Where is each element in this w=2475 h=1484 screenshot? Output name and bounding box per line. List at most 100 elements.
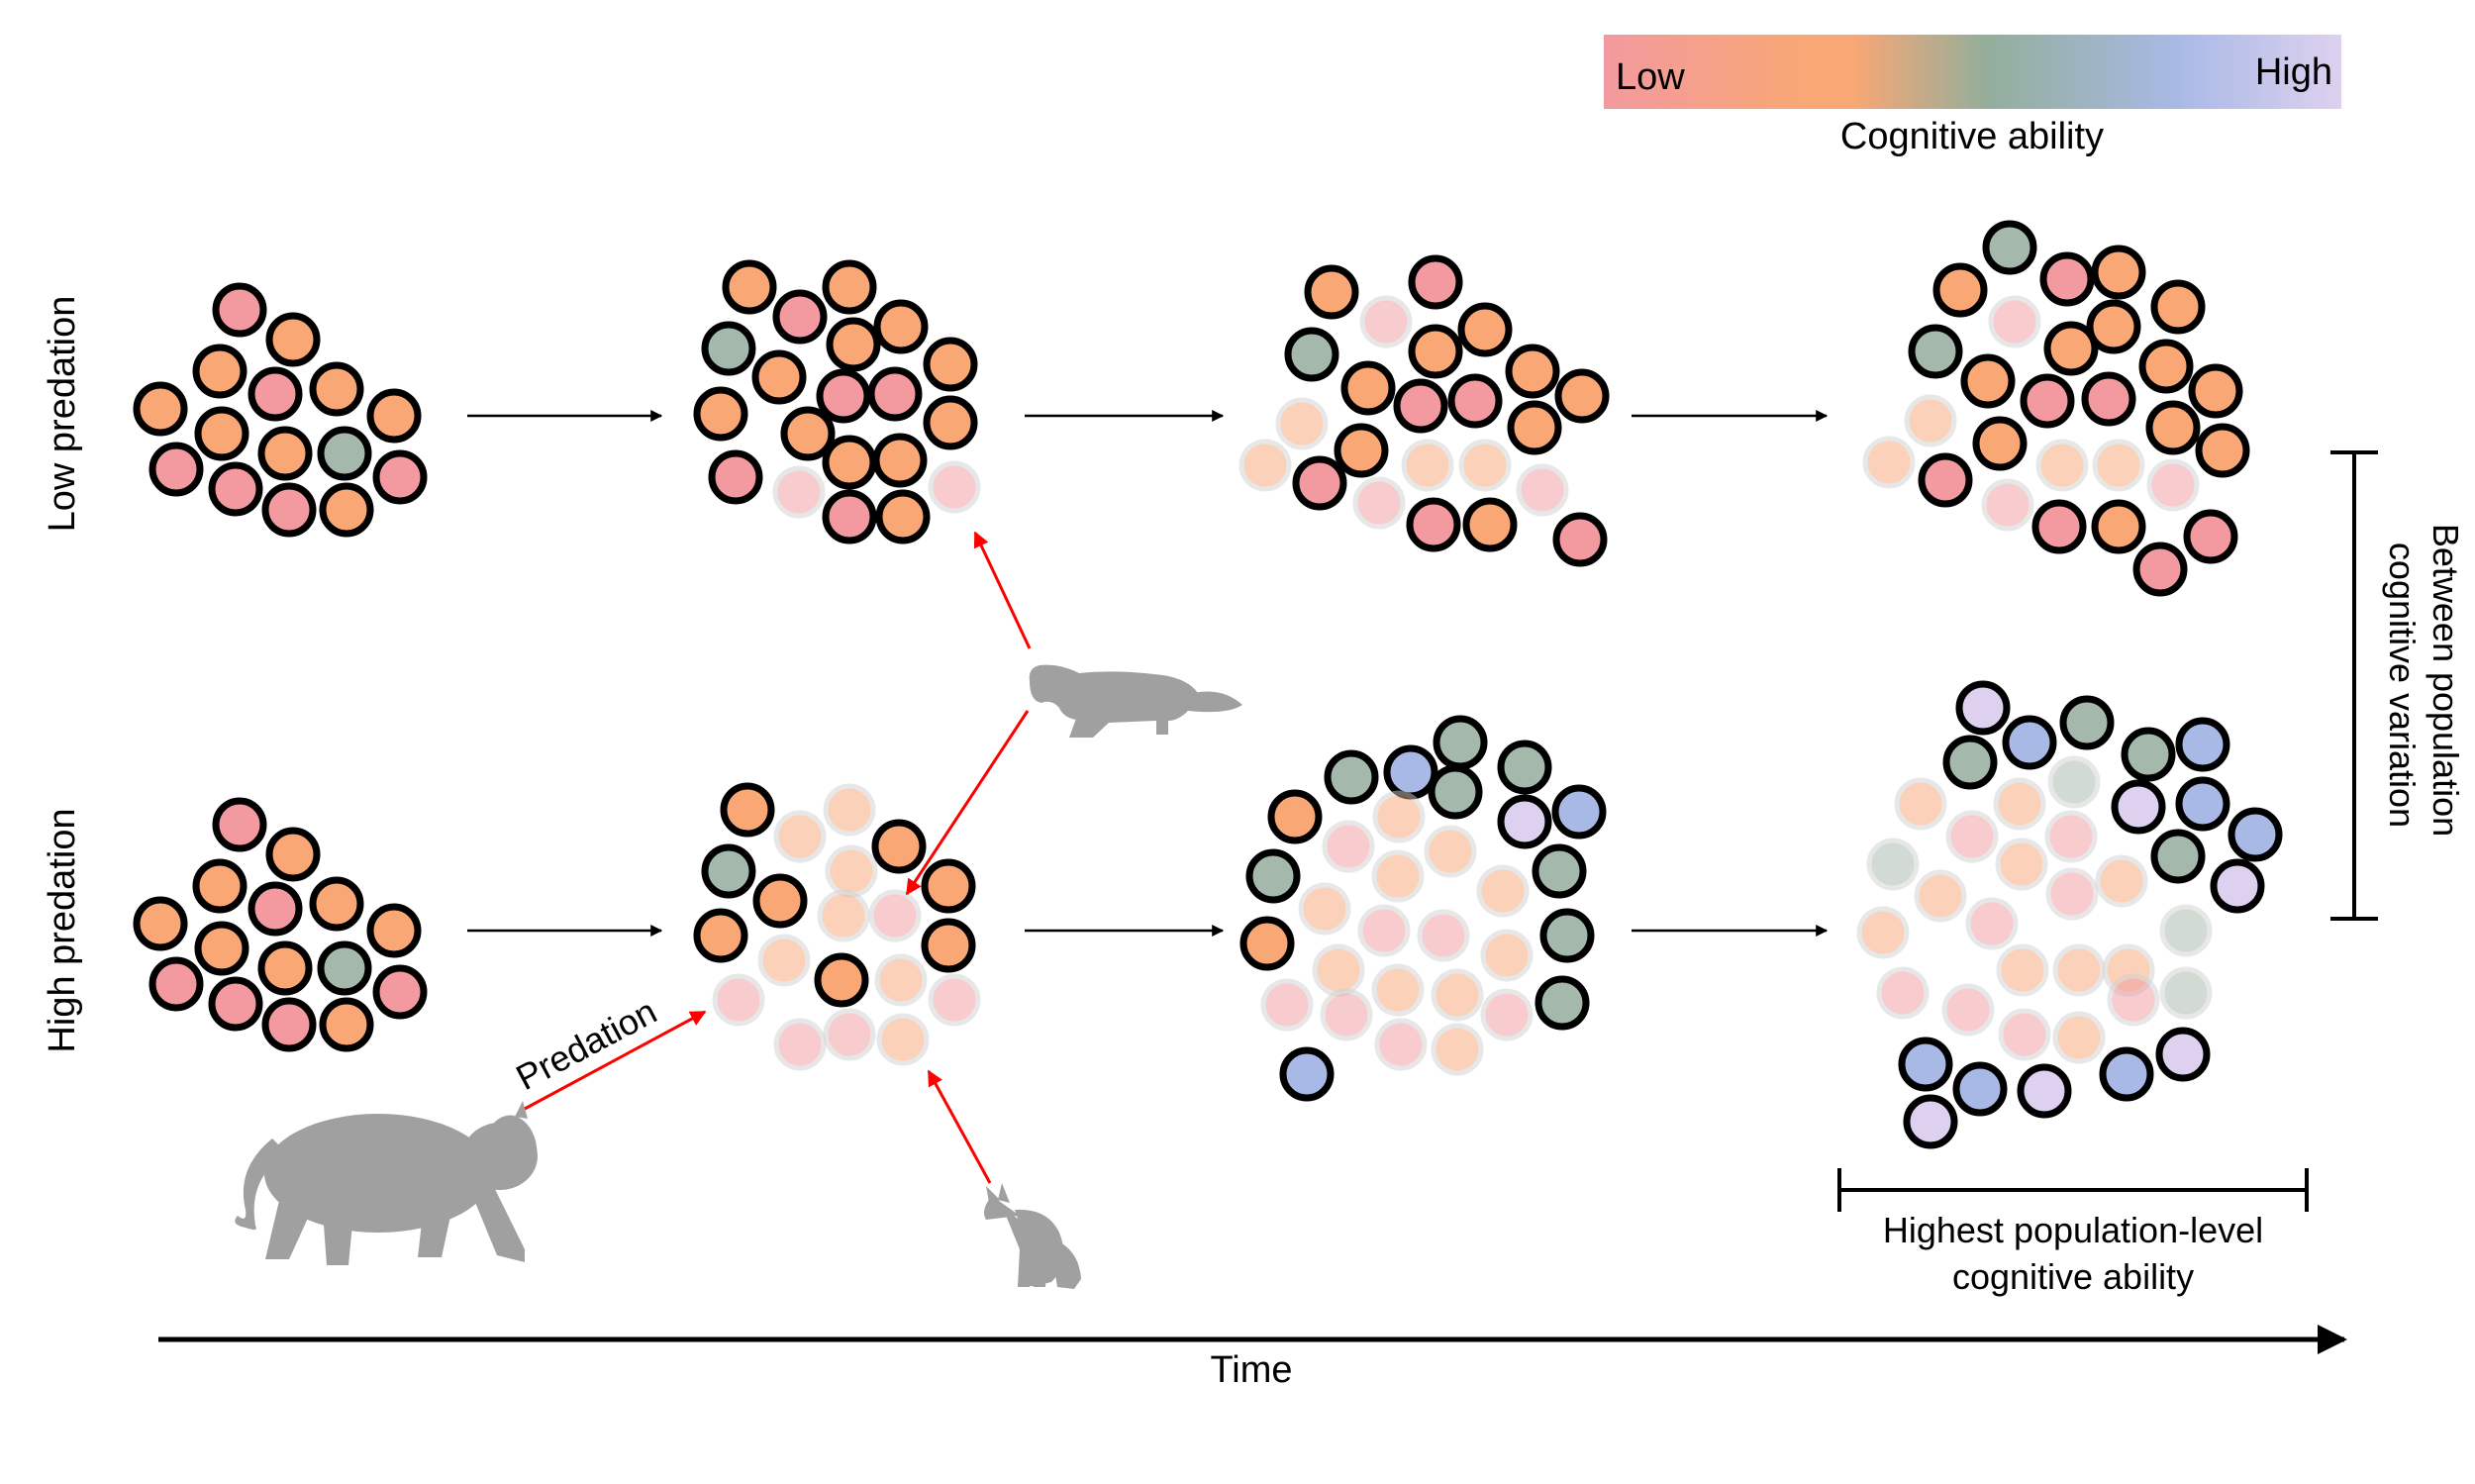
individual: [2091, 499, 2146, 554]
cognitive-ability-legend: Low High Cognitive ability: [1604, 35, 2341, 157]
legend-title: Cognitive ability: [1840, 116, 2104, 157]
individual-removed: [1238, 439, 1292, 492]
cluster-low-t4: [1862, 220, 2250, 597]
individual: [1428, 764, 1483, 820]
individual-removed: [1424, 825, 1477, 878]
individual: [366, 903, 422, 958]
individual: [317, 426, 372, 481]
individual: [317, 940, 372, 996]
individual: [1292, 455, 1347, 511]
individual: [2059, 695, 2115, 750]
individual-removed: [823, 783, 876, 837]
individual: [1239, 916, 1295, 971]
individual: [309, 876, 364, 932]
individual: [1324, 749, 1379, 805]
individual-removed: [874, 953, 928, 1007]
individual: [822, 259, 877, 315]
individual: [148, 956, 204, 1012]
individual-removed: [2146, 458, 2200, 512]
predation-arrow-marten-down: [905, 710, 1030, 896]
predation-label: Predation: [510, 991, 663, 1099]
individual: [751, 349, 807, 405]
individual: [309, 361, 364, 417]
individual: [1952, 1061, 2008, 1117]
individual-removed: [1374, 1018, 1428, 1071]
individual: [1457, 302, 1513, 357]
individual: [257, 940, 313, 996]
individual-removed: [1401, 439, 1454, 492]
cluster-high-t2: [693, 782, 981, 1071]
individual: [1955, 680, 2011, 736]
individual: [875, 489, 931, 544]
individual-removed: [1993, 777, 2046, 831]
individual: [1534, 975, 1590, 1031]
individual-removed: [773, 810, 827, 863]
individual-removed: [1431, 1023, 1484, 1076]
individual: [1408, 324, 1463, 379]
individual-removed: [928, 973, 981, 1027]
cluster-high-t4: [1856, 680, 2283, 1149]
individual: [921, 918, 976, 973]
individual: [1279, 1046, 1335, 1102]
individual-removed: [1988, 295, 2041, 348]
individual: [2031, 499, 2087, 554]
individual-removed: [2045, 867, 2099, 921]
cluster-high-t1: [133, 797, 428, 1052]
individual: [2188, 363, 2243, 419]
individual: [923, 395, 978, 450]
individual-removed: [1480, 988, 1534, 1041]
individual-removed: [1866, 838, 1920, 891]
individual: [1433, 715, 1488, 770]
individual-removed: [1476, 864, 1530, 918]
individual: [261, 997, 317, 1052]
individual: [693, 386, 748, 442]
individual: [1462, 497, 1518, 552]
individual: [212, 797, 267, 852]
row-label-low-predation: Low predation: [42, 296, 83, 533]
individual-removed: [1516, 463, 1569, 517]
timestep-arrows: [467, 410, 1829, 937]
individual: [1334, 423, 1389, 478]
individual: [1497, 740, 1552, 795]
individual: [1982, 220, 2037, 275]
individual: [2150, 279, 2206, 335]
predation-arrows: [524, 531, 1032, 1184]
individual: [2111, 779, 2166, 835]
individual-removed: [1298, 882, 1351, 936]
individual-removed: [1320, 988, 1373, 1041]
individual: [701, 843, 756, 899]
individual: [2183, 509, 2238, 564]
individual-removed: [1359, 295, 1413, 348]
individual: [1304, 264, 1359, 320]
individual: [873, 299, 929, 354]
individual: [867, 366, 923, 422]
highest-ability-label-line1: Highest population-level: [1883, 1210, 2263, 1250]
individual: [2043, 321, 2099, 376]
individual: [265, 827, 321, 882]
highest-ability-label-line2: cognitive ability: [1952, 1256, 2194, 1297]
individual: [1552, 512, 1608, 567]
individual: [1284, 327, 1339, 382]
individual-removed: [1996, 943, 2049, 997]
between-population-bracket: [2330, 450, 2378, 921]
cognitive-ability-gradient-bar: [1604, 35, 2341, 109]
individual-removed: [2035, 439, 2089, 492]
individual-removed: [2092, 439, 2145, 492]
individual: [1393, 378, 1448, 434]
individual-removed: [712, 973, 765, 1027]
individual: [1340, 360, 1396, 416]
individual-removed: [1856, 906, 1910, 959]
individual: [194, 406, 249, 461]
individual-removed: [1965, 897, 2019, 950]
individual-removed: [757, 934, 811, 987]
individual: [2091, 245, 2146, 300]
predation-arrow-fox: [927, 1069, 992, 1184]
individual: [148, 442, 204, 497]
legend-high-label: High: [2255, 51, 2332, 93]
individual-removed: [772, 465, 826, 519]
individual: [2002, 715, 2057, 770]
individual: [1383, 744, 1438, 800]
individual-removed: [1998, 1008, 2051, 1061]
individual-removed: [823, 1008, 876, 1061]
individual: [822, 435, 877, 490]
